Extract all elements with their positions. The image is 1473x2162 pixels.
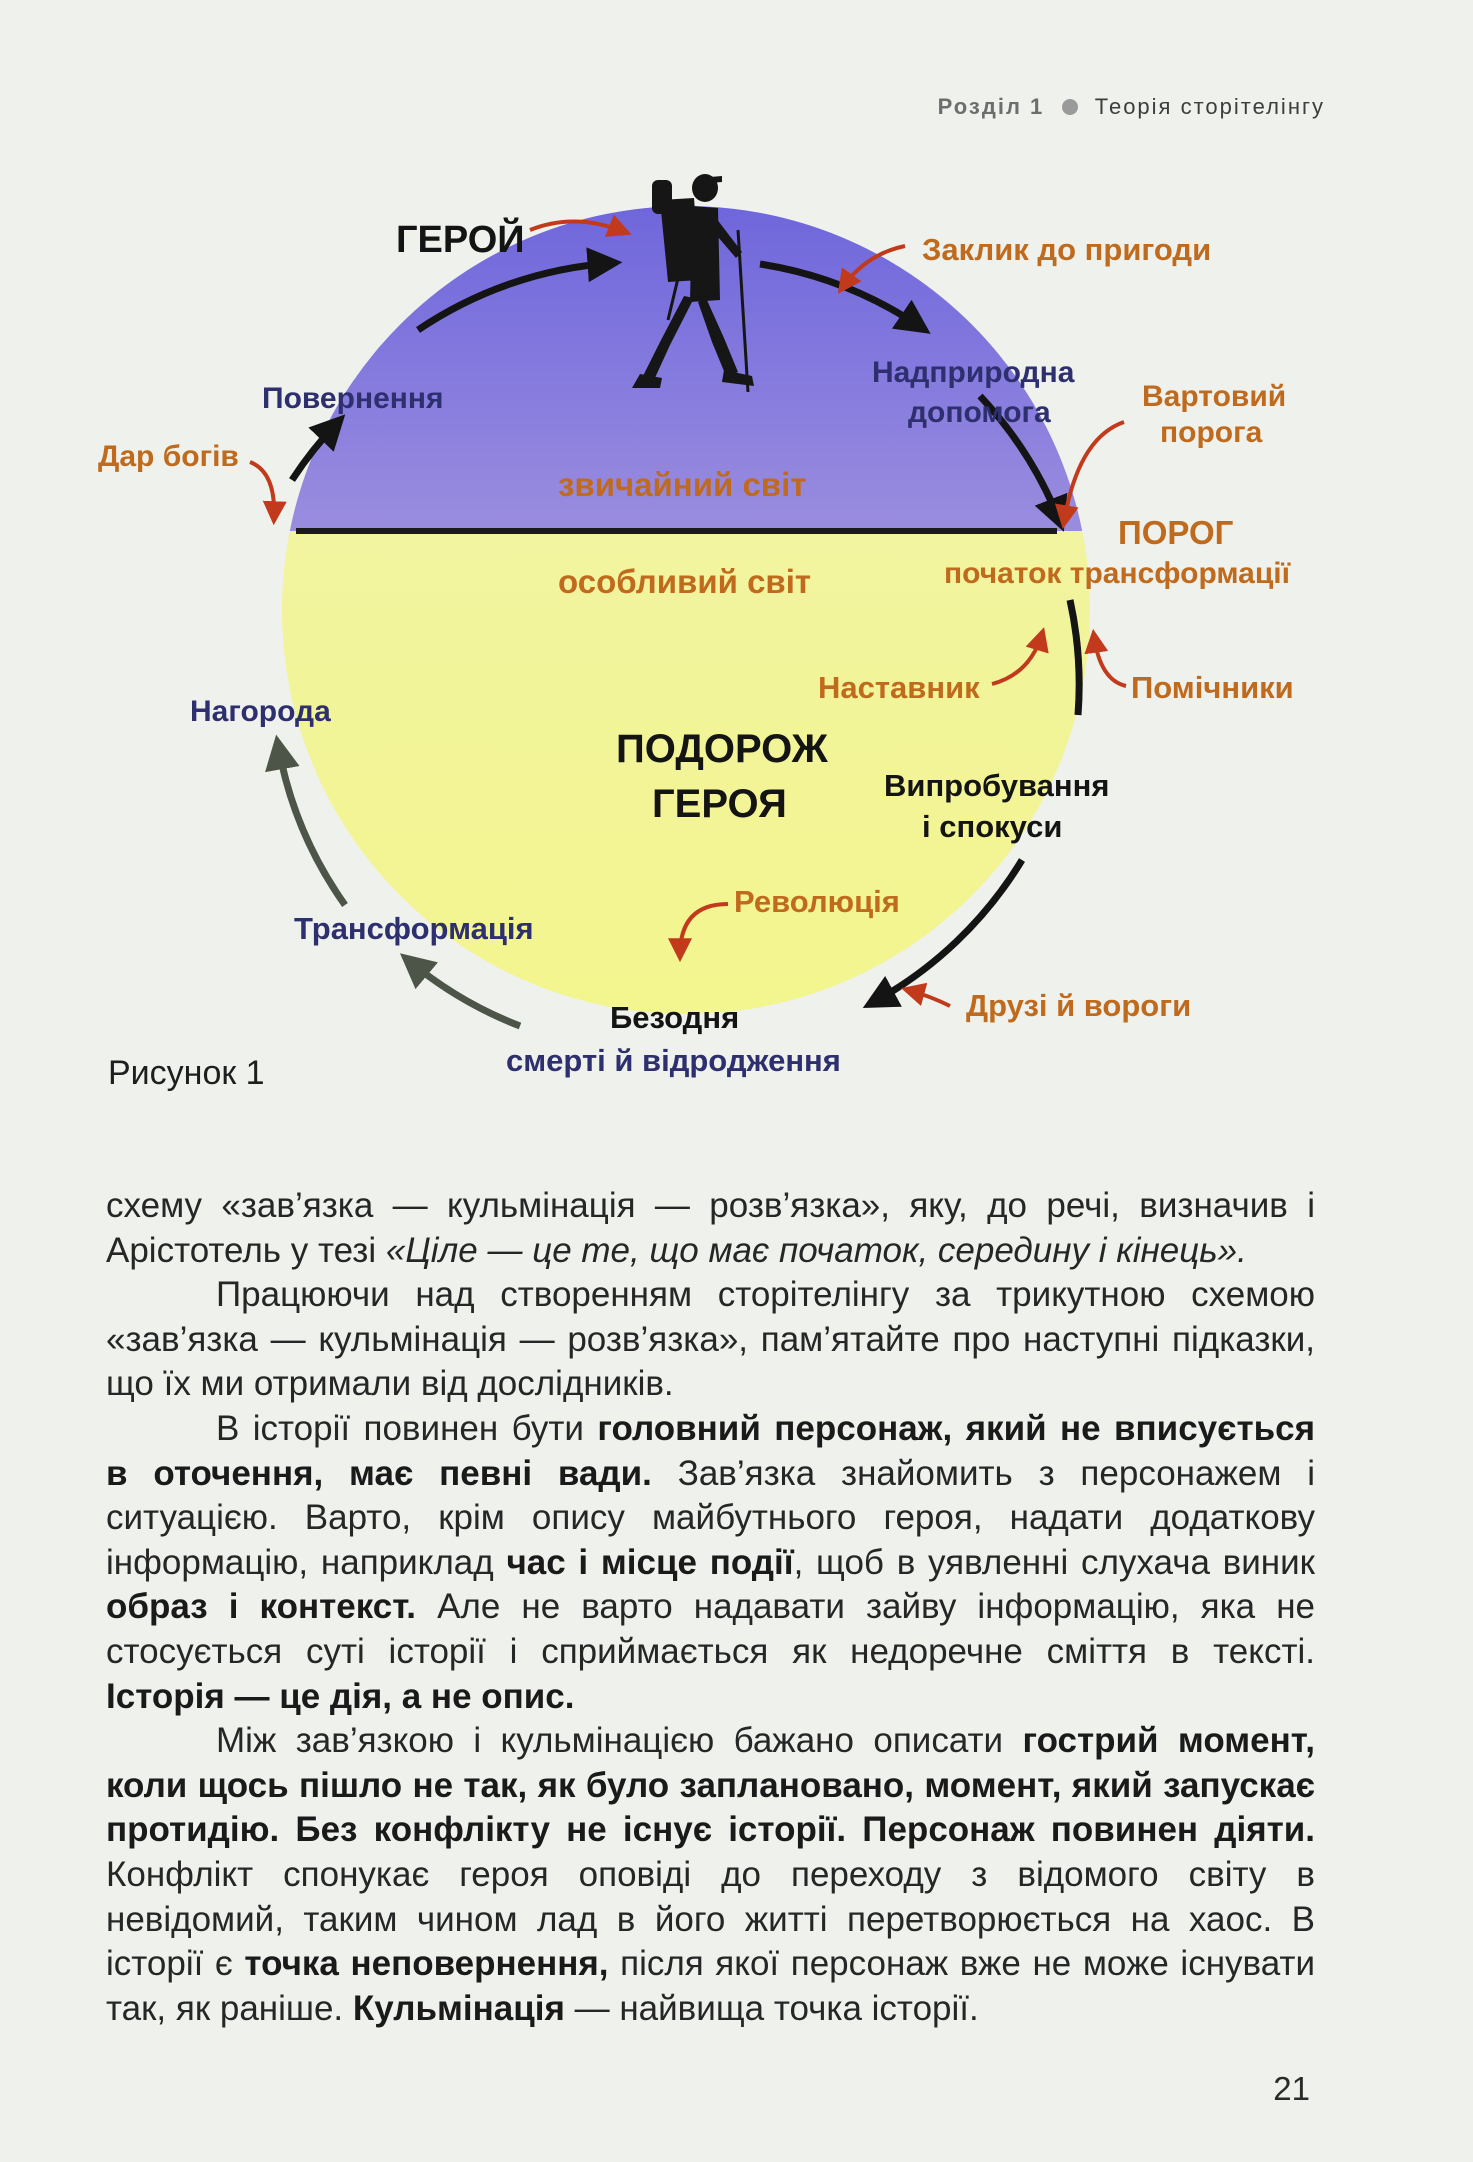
hero-pointer-arrow xyxy=(529,214,632,237)
bold-run: точка неповернення, xyxy=(244,1944,609,1984)
text-run: Конфлікт спонукає героя оповіді до перех… xyxy=(106,1854,1315,1984)
gift-pointer-arrow xyxy=(249,460,287,526)
label-revolution: Революція xyxy=(734,884,900,919)
special-world-area xyxy=(282,531,1090,1014)
label-transformation-start: початок трансформації xyxy=(944,557,1291,590)
body-text: схему «зав’язка — кульмінація — розв’язк… xyxy=(106,1184,1315,2031)
arc-threshold xyxy=(1066,599,1083,716)
hiker-icon xyxy=(632,174,754,393)
label-trials-1: Випробування xyxy=(884,768,1109,803)
label-reward: Нагорода xyxy=(190,695,331,728)
text-run: Між зав’язкою і кульмінацією бажано опис… xyxy=(216,1721,1023,1761)
label-helpers: Помічники xyxy=(1131,670,1294,705)
label-supernatural-2: допомога xyxy=(908,396,1051,429)
italic-run: «Ціле — це те, що має початок, середину … xyxy=(385,1230,1247,1270)
bold-run: Історія — це дія, а не опис. xyxy=(106,1676,575,1716)
text-run: В історії повинен бути xyxy=(216,1408,598,1448)
label-supernatural-1: Надприродна xyxy=(872,356,1075,389)
bold-run: час і місце події xyxy=(506,1542,794,1582)
arc-supernatural xyxy=(977,393,1068,532)
text-run: Але не варто надавати зайву інформацію, … xyxy=(106,1587,1315,1671)
label-ordinary-world: звичайний світ xyxy=(558,466,806,503)
label-hero: ГЕРОЙ xyxy=(396,216,525,261)
text-run: , щоб в уявленні слухача виник xyxy=(793,1542,1315,1582)
label-guardian-2: порога xyxy=(1160,416,1263,449)
label-transformation: Трансформація xyxy=(294,911,534,946)
label-guardian-1: Вартовий xyxy=(1142,380,1286,413)
label-special-world: особливий світ xyxy=(558,563,811,600)
arc-reward xyxy=(265,734,348,908)
page-number: 21 xyxy=(1273,2070,1310,2107)
arc-return xyxy=(289,414,346,482)
label-gift: Дар богів xyxy=(98,440,239,473)
label-center-title-2: ГЕРОЯ xyxy=(652,782,787,826)
paragraph-1: схему «зав’язка — кульмінація — розв’язк… xyxy=(106,1184,1315,1273)
figure-caption: Рисунок 1 xyxy=(108,1054,265,1092)
chapter-title: Теорія сторітелінгу xyxy=(1094,94,1325,119)
text-run: після якої персонаж вже не може існувати… xyxy=(106,1944,1316,2028)
arc-trials xyxy=(862,858,1025,1009)
label-center-title-1: ПОДОРОЖ xyxy=(616,727,829,771)
helpers-pointer-arrow xyxy=(1084,628,1127,688)
bold-run: головний персонаж, який не вписується в … xyxy=(106,1408,1315,1493)
ordinary-world-area xyxy=(289,206,1083,531)
paragraph-3: В історії повинен бути головний персонаж… xyxy=(106,1407,1315,1719)
friends-pointer-arrow xyxy=(901,982,951,1008)
label-abyss-1: Безодня xyxy=(610,1000,739,1035)
text-run: схему «зав’язка — кульмінація — розв’язк… xyxy=(106,1186,1315,1270)
running-head: Розділ 1 Теорія сторітелінгу xyxy=(938,90,1325,121)
text-run: — найвища точка історії. xyxy=(564,1988,979,2028)
separator-dot-icon xyxy=(1061,99,1078,116)
label-mentor: Наставник xyxy=(818,670,980,705)
label-trials-2: і спокуси xyxy=(922,809,1062,844)
label-return: Повернення xyxy=(262,382,444,415)
text-run: Працюючи над створенням сторітелінгу за … xyxy=(106,1275,1315,1404)
label-friends-enemies: Друзі й вороги xyxy=(966,988,1191,1023)
hero-journey-diagram: ГЕРОЙ Заклик до пригоди Надприродна допо… xyxy=(98,174,1294,1078)
bold-run: образ і контекст. xyxy=(106,1587,417,1627)
bold-run: Кульмінація xyxy=(352,1988,565,2028)
bold-run: гострий момент, коли щось пішло не так, … xyxy=(106,1721,1315,1850)
paragraph-2: Працюючи над створенням сторітелінгу за … xyxy=(106,1273,1315,1407)
guardian-pointer-arrow xyxy=(1054,420,1125,530)
arc-transformation xyxy=(399,953,522,1030)
mentor-pointer-arrow xyxy=(991,627,1049,686)
text-run: Зав’язка знайомить з персонажем і ситуац… xyxy=(106,1453,1315,1582)
paragraph-4: Між зав’язкою і кульмінацією бажано опис… xyxy=(106,1719,1315,2031)
label-call: Заклик до пригоди xyxy=(922,232,1211,267)
label-threshold: ПОРОГ xyxy=(1118,514,1234,551)
revolution-pointer-arrow xyxy=(668,902,729,963)
call-pointer-arrow xyxy=(837,244,906,294)
label-abyss-2: смерті й відродження xyxy=(506,1043,841,1078)
section-label: Розділ 1 xyxy=(937,94,1045,119)
arc-top-left xyxy=(416,247,623,333)
